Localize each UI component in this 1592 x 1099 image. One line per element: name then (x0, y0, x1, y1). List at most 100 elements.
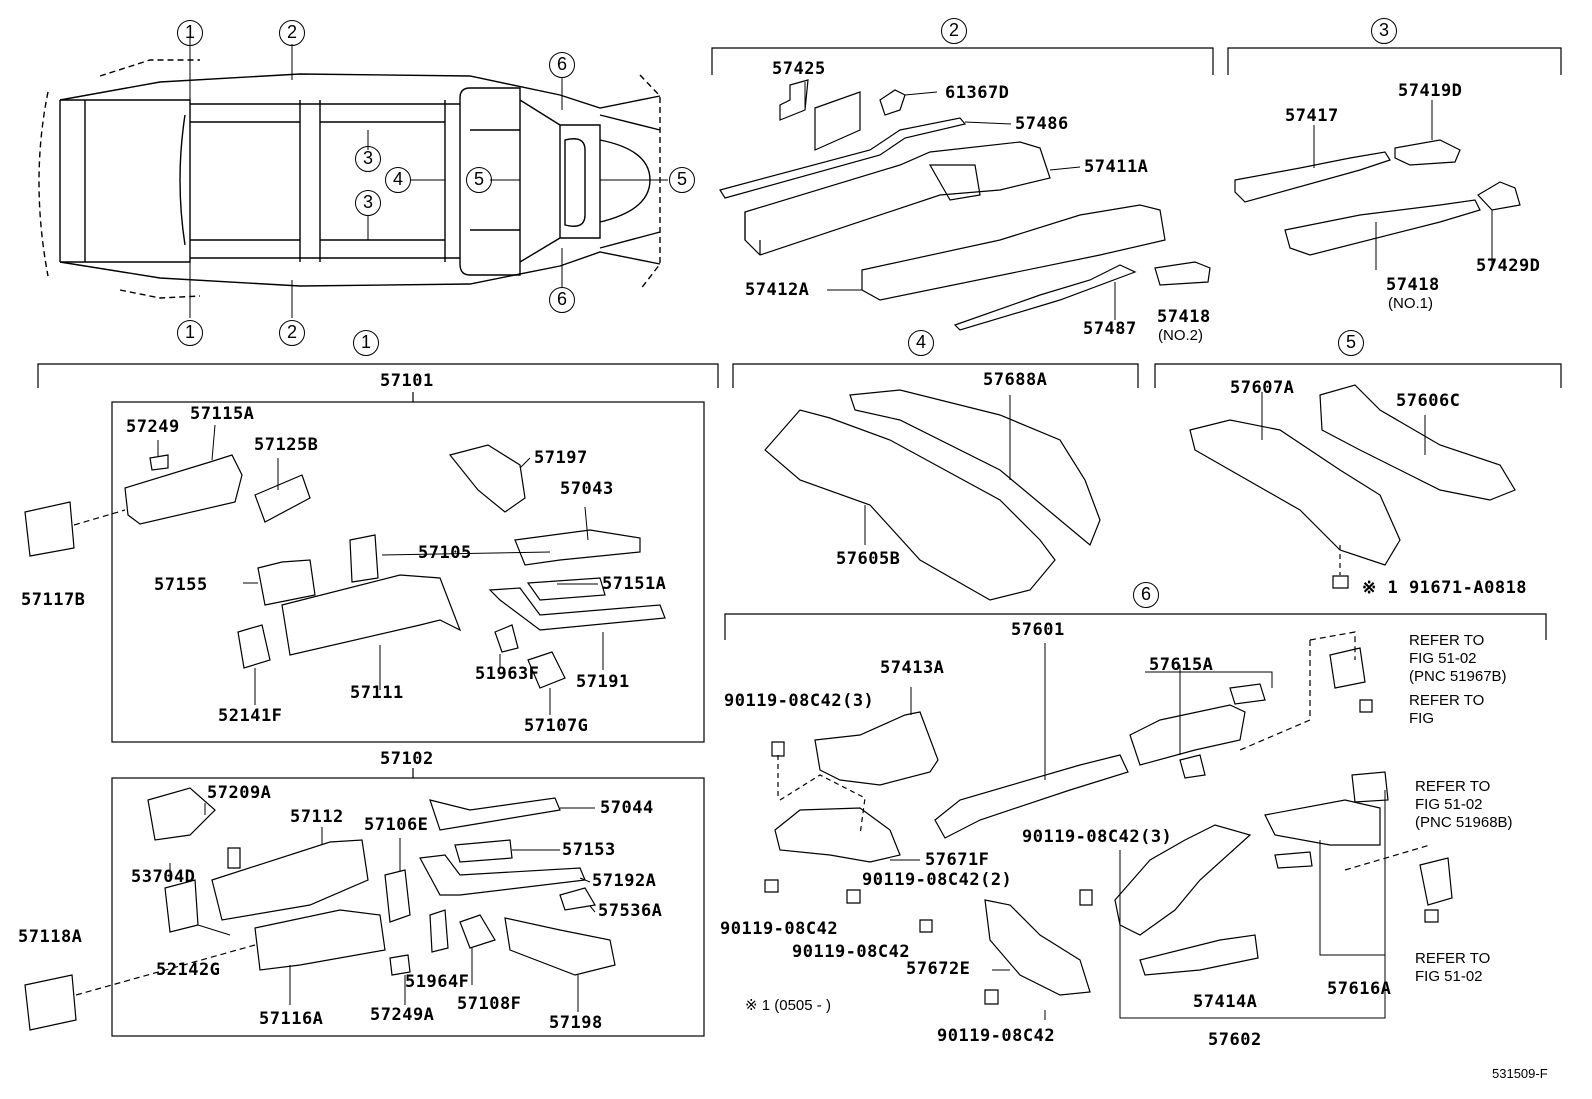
callout-6-top: 6 (549, 52, 575, 78)
leader-lines (157, 82, 1493, 1012)
section-1-header: 1 (353, 330, 379, 356)
callout-4-overview: 4 (385, 167, 411, 193)
figure-code: 531509-F (1492, 1066, 1548, 1081)
section-5-header: 5 (1338, 330, 1364, 356)
part-57107G[interactable]: 57107G (524, 716, 589, 736)
refer-note-1-line2[interactable]: FIG 51-02 (1409, 650, 1477, 667)
part-57418-no2[interactable]: 57418 (1157, 307, 1211, 327)
refer-note-1-line1: REFER TO (1409, 632, 1485, 649)
part-57418-no1[interactable]: 57418 (1386, 275, 1440, 295)
part-57672E[interactable]: 57672E (906, 959, 971, 979)
callout-1-top: 1 (177, 20, 203, 46)
section-brackets (37, 47, 1562, 778)
bolt-90119-08C42-a[interactable]: 90119-08C42 (720, 919, 839, 939)
part-51963F[interactable]: 51963F (475, 664, 540, 684)
part-57111[interactable]: 57111 (350, 683, 404, 703)
bolt-90119-08C42-3-left[interactable]: 90119-08C42(3) (724, 691, 875, 711)
part-57602[interactable]: 57602 (1208, 1030, 1262, 1050)
callout-2-bottom: 2 (279, 320, 305, 346)
part-57536A[interactable]: 57536A (598, 901, 663, 921)
part-57413A[interactable]: 57413A (880, 658, 945, 678)
callout-3-upper: 3 (355, 146, 381, 172)
part-57419D[interactable]: 57419D (1398, 81, 1463, 101)
bolt-90119-08C42-b[interactable]: 90119-08C42 (792, 942, 911, 962)
refer-note-3-line3: (PNC 51968B) (1415, 814, 1513, 831)
part-51964F[interactable]: 51964F (405, 972, 470, 992)
footnote-1-part[interactable]: ※ 1 91671-A0818 (1362, 578, 1528, 598)
section1-parts (24, 401, 705, 1037)
part-57155[interactable]: 57155 (154, 575, 208, 595)
section4-5-parts (764, 384, 1516, 601)
part-57197[interactable]: 57197 (534, 448, 588, 468)
part-57487[interactable]: 57487 (1083, 319, 1137, 339)
section-3-header: 3 (1371, 18, 1397, 44)
part-57118A[interactable]: 57118A (18, 927, 83, 947)
part-57607A[interactable]: 57607A (1230, 378, 1295, 398)
part-57425[interactable]: 57425 (772, 59, 826, 79)
part-57605B[interactable]: 57605B (836, 549, 901, 569)
part-57615A[interactable]: 57615A (1149, 655, 1214, 675)
refer-note-3-line1: REFER TO (1415, 778, 1491, 795)
part-57105[interactable]: 57105 (418, 543, 472, 563)
callout-1-bottom: 1 (177, 320, 203, 346)
section-2-header: 2 (941, 18, 967, 44)
part-57671F[interactable]: 57671F (925, 850, 990, 870)
part-57429D[interactable]: 57429D (1476, 256, 1541, 276)
callout-5-left: 5 (466, 167, 492, 193)
part-57108F[interactable]: 57108F (457, 994, 522, 1014)
part-57043[interactable]: 57043 (560, 479, 614, 499)
section6-parts (764, 631, 1453, 1020)
refer-note-3-line2[interactable]: FIG 51-02 (1415, 796, 1483, 813)
bolt-90119-08C42-2[interactable]: 90119-08C42(2) (862, 870, 1013, 890)
callout-6-bottom: 6 (549, 287, 575, 313)
part-61367D[interactable]: 61367D (945, 83, 1010, 103)
bolt-90119-08C42-c[interactable]: 90119-08C42 (937, 1026, 1056, 1046)
part-57606C[interactable]: 57606C (1396, 391, 1461, 411)
part-57486[interactable]: 57486 (1015, 114, 1069, 134)
refer-note-2-line2[interactable]: FIG (1409, 710, 1434, 727)
part-57412A[interactable]: 57412A (745, 280, 810, 300)
no2-note: (NO.2) (1158, 327, 1203, 344)
footnote-1-range: ※ 1 (0505 - ) (745, 997, 831, 1014)
callout-3-lower: 3 (355, 190, 381, 216)
bolt-90119-08C42-3-right[interactable]: 90119-08C42(3) (1022, 827, 1173, 847)
part-57116A[interactable]: 57116A (259, 1009, 324, 1029)
part-57101[interactable]: 57101 (380, 371, 434, 391)
refer-note-4-line1: REFER TO (1415, 950, 1491, 967)
part-57616A[interactable]: 57616A (1327, 979, 1392, 999)
part-57601[interactable]: 57601 (1011, 620, 1065, 640)
section-4-header: 4 (908, 330, 934, 356)
part-57044[interactable]: 57044 (600, 798, 654, 818)
refer-note-4-line2[interactable]: FIG 51-02 (1415, 968, 1483, 985)
part-53704D[interactable]: 53704D (131, 867, 196, 887)
callout-5-right: 5 (669, 167, 695, 193)
part-57688A[interactable]: 57688A (983, 370, 1048, 390)
part-57102[interactable]: 57102 (380, 749, 434, 769)
part-57198[interactable]: 57198 (549, 1013, 603, 1033)
section-6-header: 6 (1133, 582, 1159, 608)
part-57125B[interactable]: 57125B (254, 435, 319, 455)
part-57151A[interactable]: 57151A (602, 574, 667, 594)
part-57249[interactable]: 57249 (126, 417, 180, 437)
section2-parts (719, 79, 1211, 331)
part-57153[interactable]: 57153 (562, 840, 616, 860)
part-57411A[interactable]: 57411A (1084, 157, 1149, 177)
part-57191[interactable]: 57191 (576, 672, 630, 692)
no1-note: (NO.1) (1388, 295, 1433, 312)
part-57112[interactable]: 57112 (290, 807, 344, 827)
part-57417[interactable]: 57417 (1285, 106, 1339, 126)
part-57249A[interactable]: 57249A (370, 1005, 435, 1025)
section3-parts (1234, 139, 1521, 256)
part-52142G[interactable]: 52142G (156, 960, 221, 980)
part-57192A[interactable]: 57192A (592, 871, 657, 891)
callout-2-top: 2 (279, 20, 305, 46)
part-57209A[interactable]: 57209A (207, 783, 272, 803)
part-57106E[interactable]: 57106E (364, 815, 429, 835)
refer-note-1-line3: (PNC 51967B) (1409, 668, 1507, 685)
vehicle-overview-drawing (38, 36, 668, 318)
part-57115A[interactable]: 57115A (190, 404, 255, 424)
part-57117B[interactable]: 57117B (21, 590, 86, 610)
part-52141F[interactable]: 52141F (218, 706, 283, 726)
part-57414A[interactable]: 57414A (1193, 992, 1258, 1012)
